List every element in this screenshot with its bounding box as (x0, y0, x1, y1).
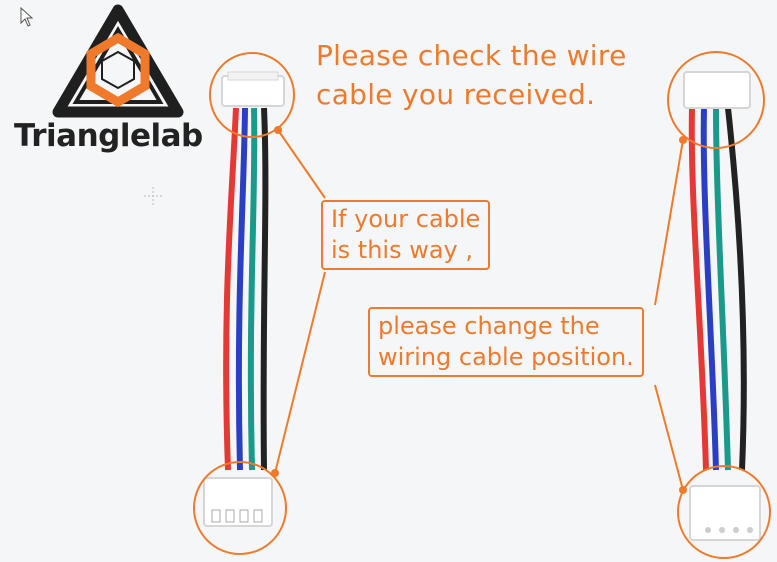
right-cable (654, 51, 771, 559)
callout-text-line-1: If your cable (331, 205, 481, 233)
title-line-1: Please check the wire (316, 39, 627, 72)
crosshair-icon (144, 187, 162, 205)
callout-fix-instruction: please change the wiring cable position. (368, 307, 644, 377)
title-line-2: cable you received. (316, 78, 596, 111)
mouse-pointer-icon (20, 7, 34, 27)
brand-name: Trianglelab (14, 118, 203, 154)
left-cable (193, 52, 326, 555)
callout-text-line-2: wiring cable position. (378, 343, 634, 371)
callout-text-line-1: please change the (378, 312, 600, 340)
trianglelab-logo-icon (52, 4, 184, 118)
callout-wrong-wiring: If your cable is this way , (321, 200, 491, 270)
page-title: Please check the wire cable you received… (316, 36, 627, 114)
callout-text-line-2: is this way , (331, 236, 474, 264)
